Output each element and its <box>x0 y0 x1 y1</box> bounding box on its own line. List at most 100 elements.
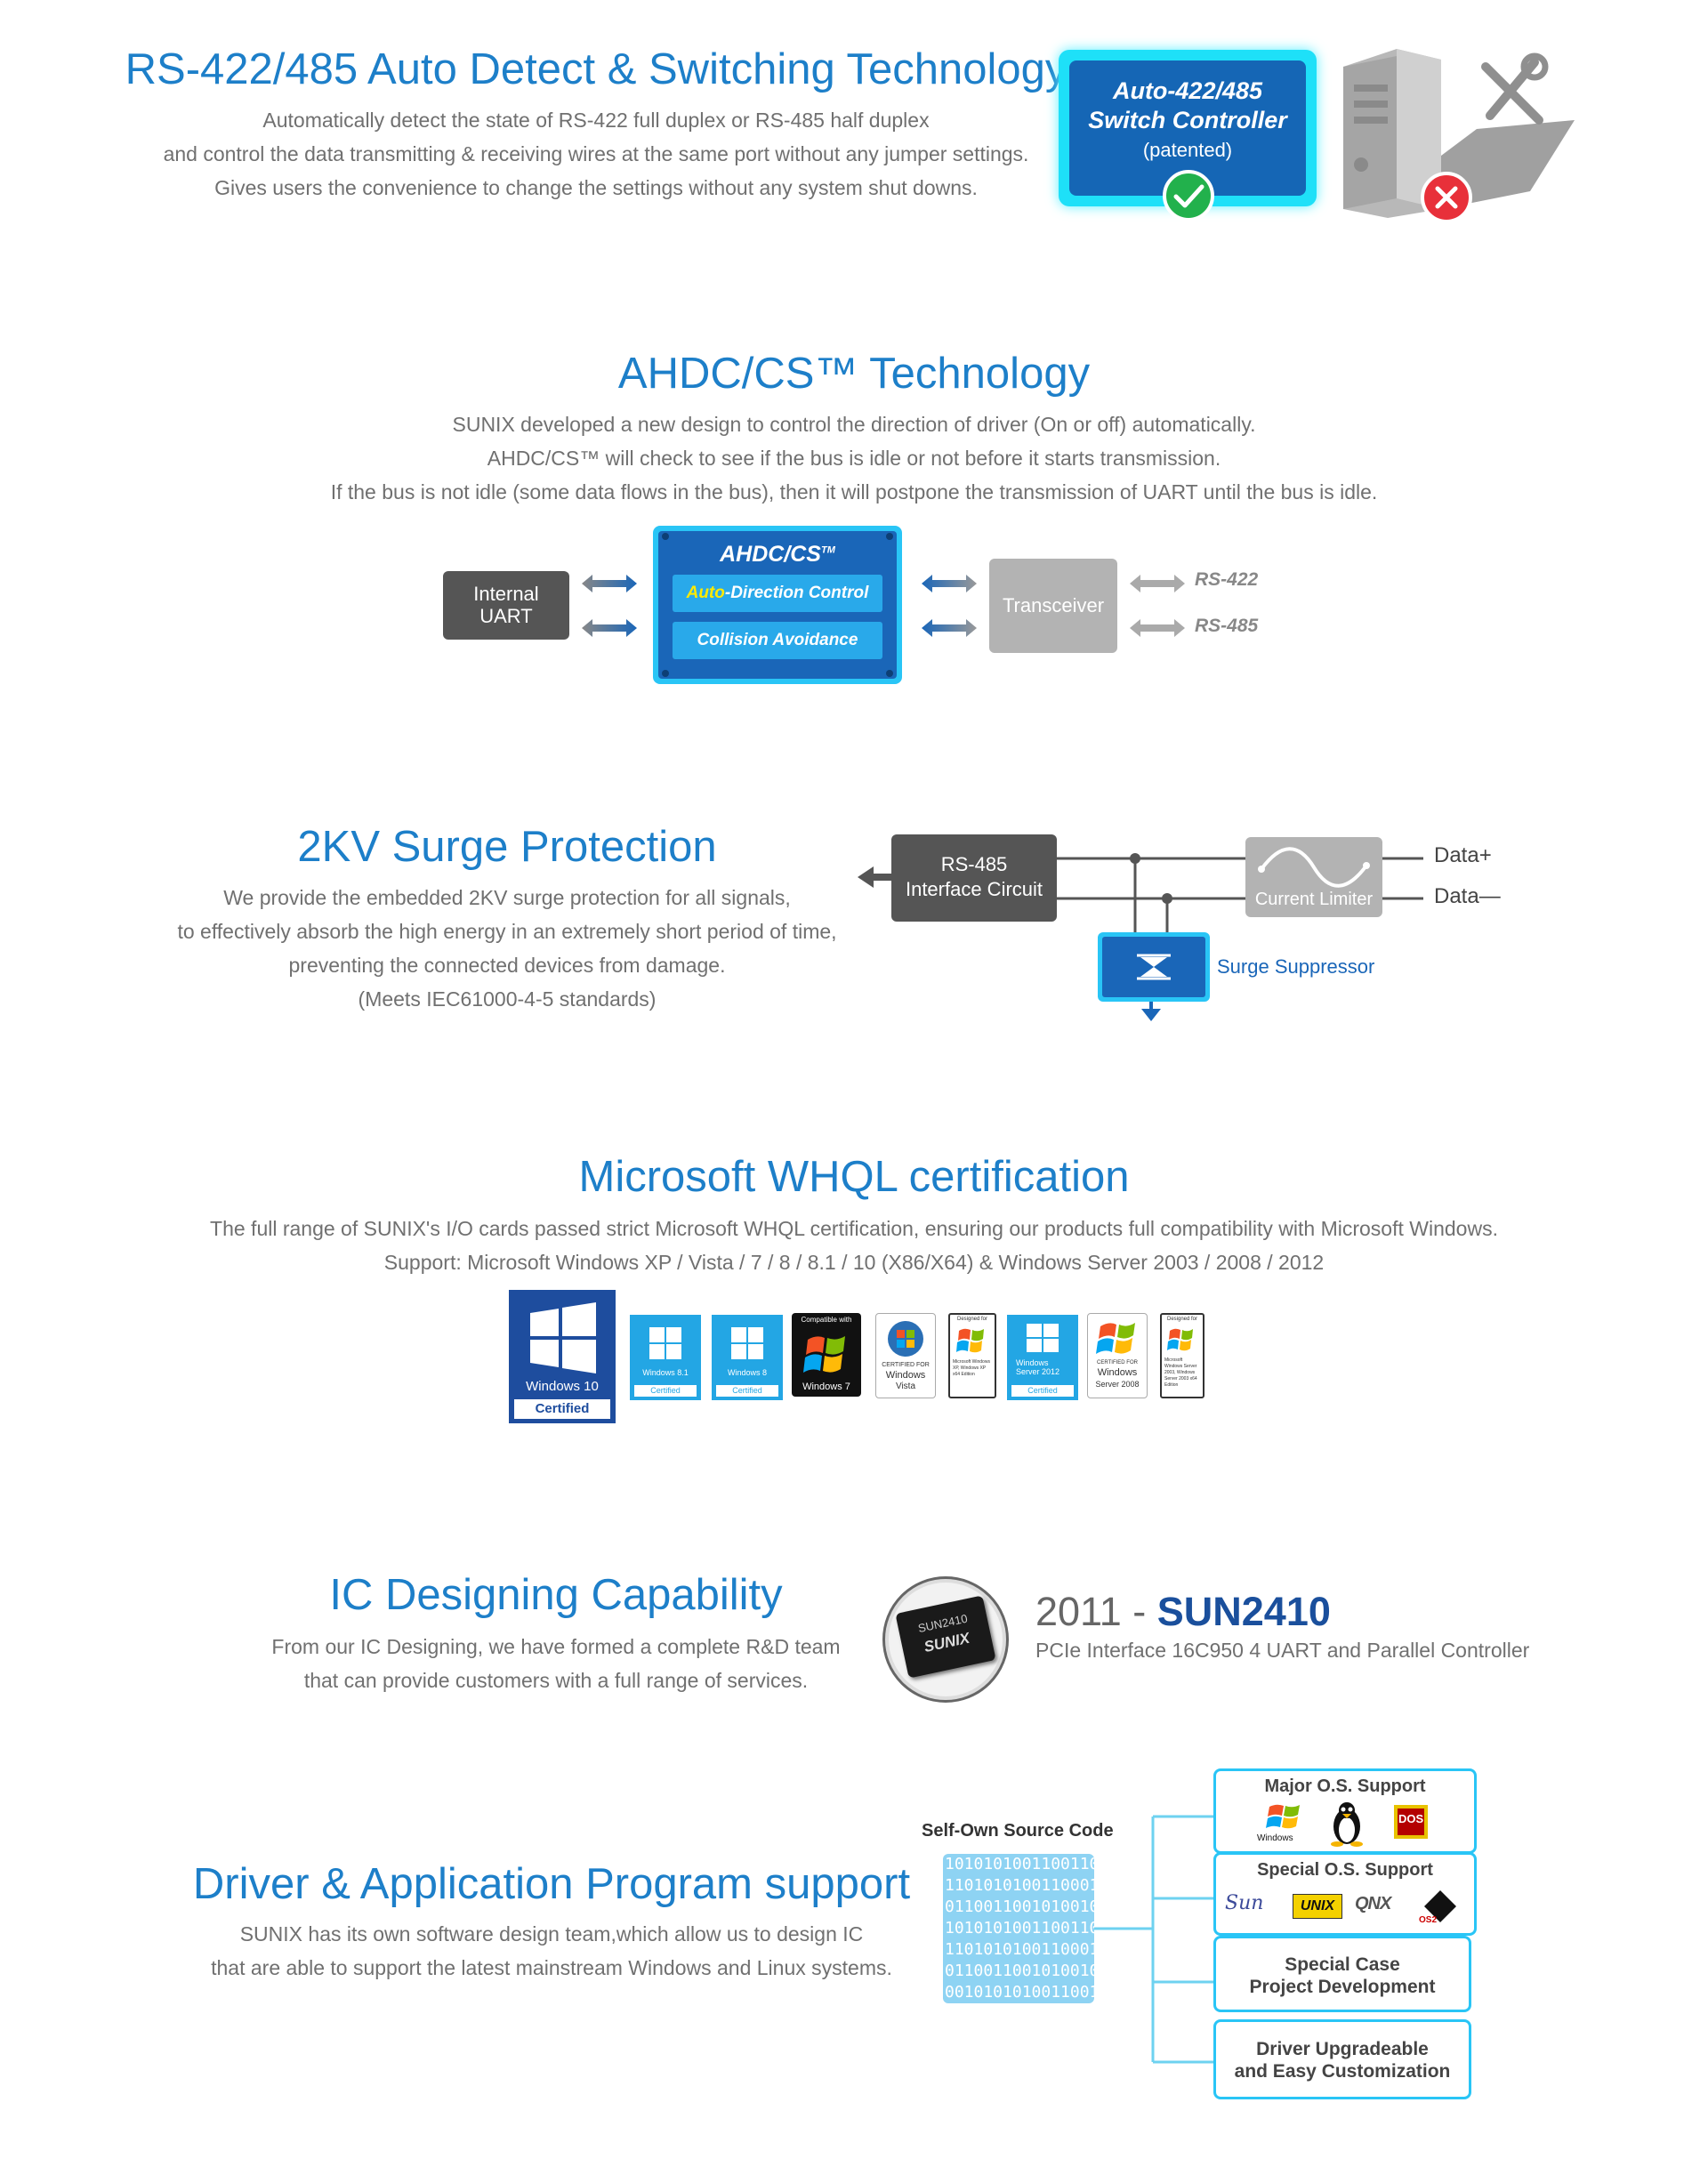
surge-description: We provide the embedded 2KV surge protec… <box>0 881 1014 1016</box>
windows-flag-icon <box>1167 1328 1193 1351</box>
ahdc-description: SUNIX developed a new design to control … <box>0 407 1708 509</box>
binary-line: 0110011001010010 <box>945 1962 1094 1980</box>
text-line: Gives users the convenience to change th… <box>214 176 978 199</box>
rs422-label: RS-422 <box>1195 569 1259 590</box>
windows-logo-icon <box>1266 1804 1300 1829</box>
text-line: SUNIX has its own software design team,w… <box>239 1922 864 1946</box>
chip-image: SUN2410 SUNIX <box>882 1576 1009 1703</box>
text-line: The full range of SUNIX's I/O cards pass… <box>210 1217 1498 1240</box>
server2008-windows-text: Windows <box>1097 1367 1138 1378</box>
certified-label: Certified <box>634 1385 697 1397</box>
collision-avoidance-label: Collision Avoidance <box>673 622 882 659</box>
binary-line: 1101010100110001 <box>945 1940 1094 1959</box>
windows-logo-icon <box>1027 1324 1059 1352</box>
ic-design-title: IC Designing Capability <box>329 1571 783 1619</box>
certified-label: Certified <box>716 1385 778 1397</box>
windows8-certified-badge: Windows 8 Certified <box>712 1315 783 1400</box>
uart-arrows-icon <box>582 575 637 637</box>
limiter-wave-icon <box>1258 847 1370 888</box>
vista-windows-text: Windows <box>885 1370 926 1381</box>
ic-model-description: PCIe Interface 16C950 4 UART and Paralle… <box>1035 1639 1530 1662</box>
internal-uart-box: Internal UART <box>443 571 569 640</box>
binary-line: 1101010100110001 <box>945 1876 1094 1895</box>
whql-title: Microsoft WHQL certification <box>578 1153 1130 1201</box>
server2012-line1: Windows <box>1016 1358 1049 1367</box>
windows-server-2012-badge: Windows Server 2012 Certified <box>1007 1315 1078 1400</box>
special-case-line2: Project Development <box>1249 1977 1436 1997</box>
text-line: From our IC Designing, we have formed a … <box>271 1635 841 1658</box>
driver-upgradeable-box: Driver Upgradeable and Easy Customizatio… <box>1213 2019 1471 2099</box>
driver-upgradeable-line2: and Easy Customization <box>1234 2061 1451 2082</box>
unix-logo: UNIX <box>1293 1894 1342 1919</box>
text-line: that are able to support the latest main… <box>211 1956 892 1979</box>
special-os-support-box: Special O.S. Support Sun UNIX QNX OS2 <box>1213 1852 1477 1936</box>
text-line: Automatically detect the state of RS-422… <box>262 109 930 132</box>
current-limiter-box: Current Limiter <box>1245 837 1382 917</box>
windows-vista-badge: CERTIFIED FOR Windows Vista <box>875 1313 936 1398</box>
ic-year: 2011 - <box>1035 1589 1157 1634</box>
rs422-485-description: Automatically detect the state of RS-422… <box>0 103 1192 205</box>
direction-text: -Direction Control <box>724 584 869 602</box>
dos-logo-text: DOS <box>1398 1812 1424 1825</box>
cross-icon <box>1421 172 1472 223</box>
surge-suppressor-box <box>1098 932 1210 1002</box>
trademark-mark: TM <box>821 544 835 556</box>
server2008-label: Server 2008 <box>1095 1380 1140 1389</box>
text-line: Support: Microsoft Windows XP / Vista / … <box>383 1251 1325 1274</box>
windows-logo-icon <box>731 1327 763 1359</box>
data-plus-label: Data+ <box>1434 843 1492 867</box>
ahdc-title: AHDC/CS™ Technology <box>617 350 1091 398</box>
surge-suppressor-label: Surge Suppressor <box>1217 955 1375 978</box>
binary-line: 0110011001010010 <box>945 1897 1094 1916</box>
windows-logo-text: Windows <box>1257 1833 1293 1843</box>
rs485-interface-circuit-box: RS-485 Interface Circuit <box>891 834 1057 922</box>
circuit-line2: Interface Circuit <box>905 878 1043 900</box>
binary-line: 1010101001100110 <box>945 1919 1094 1937</box>
windows8-label: Windows 8 <box>727 1368 767 1377</box>
binary-code-block: 1010101001100110 1101010100110001 011001… <box>943 1854 1094 2003</box>
text-line: AHDC/CS™ will check to see if the bus is… <box>487 447 1221 470</box>
major-os-title: Major O.S. Support <box>1264 1776 1426 1796</box>
windows-logo-icon <box>530 1302 596 1374</box>
rs422-485-title: RS-422/485 Auto Detect & Switching Techn… <box>125 45 1068 93</box>
switch-controller-box: Auto-422/485 Switch Controller (patented… <box>1059 50 1317 206</box>
certified-label: Certified <box>1011 1385 1074 1397</box>
designed-for-text: Designed for <box>956 1317 988 1322</box>
server2003-label: Microsoft Windows Server 2003, Windows S… <box>1164 1357 1197 1388</box>
auto-word: Auto <box>686 584 725 602</box>
os2-logo-icon <box>1424 1890 1456 1922</box>
special-os-title: Special O.S. Support <box>1257 1860 1433 1880</box>
source-code-label: Self-Own Source Code <box>922 1821 1114 1841</box>
text-line: (Meets IEC61000-4-5 standards) <box>358 987 657 1011</box>
os2-logo-text: OS2 <box>1419 1915 1438 1925</box>
transceiver-box: Transceiver <box>989 559 1117 653</box>
surge-title: 2KV Surge Protection <box>297 823 717 871</box>
windows-server-2003-badge: Designed for Microsoft Windows Server 20… <box>1160 1313 1204 1398</box>
windows-xp-badge: Designed for Microsoft Windows XP, Windo… <box>948 1313 996 1398</box>
xp-label: Microsoft Windows XP, Windows XP x64 Edi… <box>953 1359 990 1377</box>
driver-support-description: SUNIX has its own software design team,w… <box>0 1917 1103 1985</box>
ahdc-box-title: AHDC/CS <box>720 542 821 567</box>
ic-model-heading: 2011 - SUN2410 <box>1035 1589 1331 1635</box>
major-os-support-box: Major O.S. Support Windows DOS <box>1213 1768 1477 1854</box>
vista-label: Vista <box>895 1382 916 1391</box>
windows7-compatible-badge: Compatible with Windows 7 <box>792 1313 861 1397</box>
circuit-line1: RS-485 <box>940 853 1008 875</box>
vista-orb-icon <box>888 1321 923 1357</box>
linux-penguin-icon <box>1331 1802 1363 1847</box>
ic-design-description: From our IC Designing, we have formed a … <box>0 1630 1112 1697</box>
transceiver-arrows-icon <box>922 575 977 637</box>
binary-line: 1010101001100110 <box>945 1855 1094 1873</box>
windows10-certified-badge: Windows 10 Certified <box>509 1290 616 1423</box>
text-line: SUNIX developed a new design to control … <box>452 413 1256 436</box>
text-line: to effectively absorb the high energy in… <box>177 920 837 943</box>
check-icon <box>1163 170 1214 222</box>
windows-flag-icon <box>803 1336 845 1373</box>
data-minus-label: Data— <box>1434 884 1501 908</box>
driver-upgradeable-line1: Driver Upgradeable <box>1256 2039 1429 2059</box>
rs-output-arrows-icon <box>1130 575 1185 637</box>
text-line: that can provide customers with a full r… <box>303 1669 809 1692</box>
qnx-logo: QNX <box>1355 1894 1391 1913</box>
sun-logo: Sun <box>1225 1892 1264 1914</box>
compatible-label: Compatible with <box>801 1316 852 1324</box>
